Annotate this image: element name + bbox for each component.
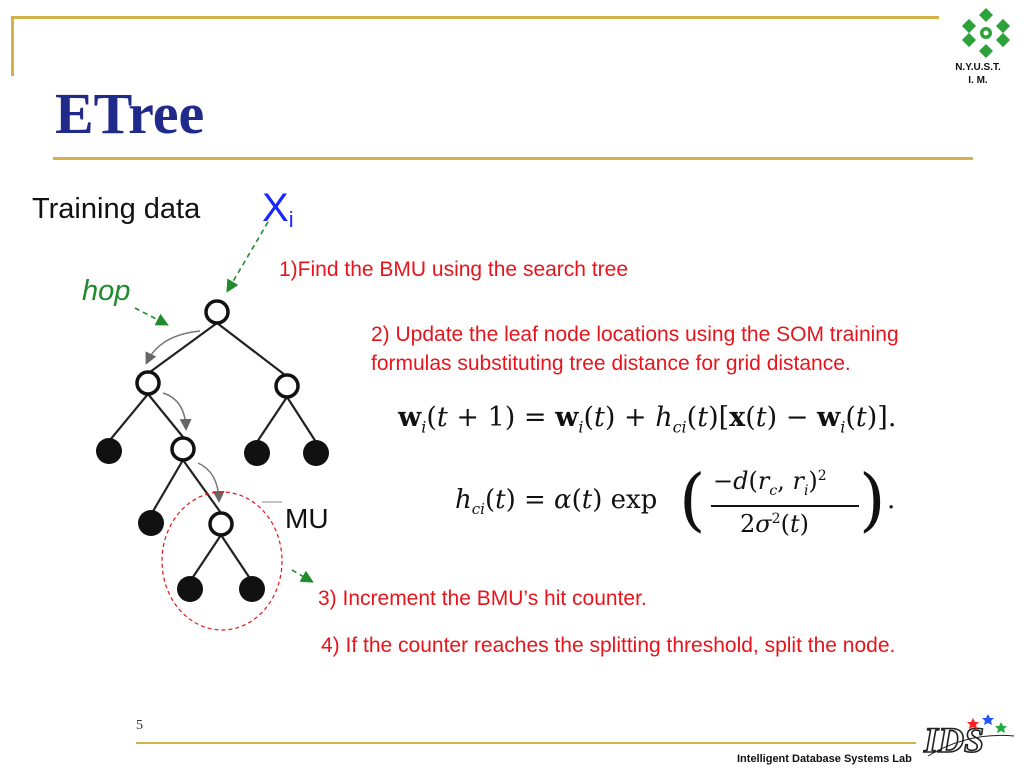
- ids-lab-logo-icon: IDS: [922, 714, 1015, 761]
- page-title: ETree: [55, 81, 205, 146]
- step-2-line1: 2) Update the leaf node locations using …: [371, 323, 899, 346]
- input-subscript: i: [288, 207, 294, 232]
- page-number: 5: [136, 718, 143, 733]
- hop-label: hop: [82, 275, 131, 307]
- step-4-text: 4) If the counter reaches the splitting …: [321, 634, 896, 657]
- internal-node-mid: [170, 436, 196, 462]
- leaf-node: [239, 576, 265, 602]
- leaf-node: [96, 438, 122, 464]
- leaf-node: [244, 440, 270, 466]
- top-horizontal-line: [11, 16, 939, 19]
- counter-arrow: [291, 569, 314, 583]
- logo-caption-line2: I. M.: [968, 75, 988, 86]
- search-tree-diagram: [96, 221, 329, 631]
- bmu-neighborhood-ellipse: [161, 491, 283, 631]
- logo-caption: N.Y.U.S.T. I. M.: [938, 61, 1018, 87]
- hop-arrow: [134, 307, 169, 326]
- tree-edges: [109, 322, 317, 581]
- bmu-node: [208, 511, 234, 537]
- step-2-text: 2) Update the leaf node locations using …: [371, 320, 899, 378]
- input-symbol: X: [262, 186, 289, 230]
- bmu-label: MU: [285, 503, 329, 534]
- leaf-node: [303, 440, 329, 466]
- input-arrow: [226, 221, 269, 293]
- root-node: [204, 299, 230, 325]
- top-left-vertical-line: [11, 16, 14, 76]
- logo-caption-line1: N.Y.U.S.T.: [955, 62, 1001, 73]
- internal-node-left: [135, 370, 161, 396]
- title-underline: [53, 157, 973, 160]
- training-data-label: Training data: [32, 193, 201, 225]
- step-3-text: 3) Increment the BMU’s hit counter.: [318, 587, 647, 610]
- leaf-node: [138, 510, 164, 536]
- footer-lab-name: Intelligent Database Systems Lab: [737, 753, 912, 765]
- step-1-text: 1)Find the BMU using the search tree: [279, 258, 629, 281]
- university-logo-icon: [961, 8, 1011, 58]
- neighborhood-equation: hci(t) = α(t) exp ( −d(rc, ri)2 2σ2(t) )…: [455, 461, 896, 540]
- update-rule-equation: wi(t + 1) = wi(t) + hci(t)[x(t) − wi(t)]…: [398, 402, 897, 437]
- search-path-arrow: [197, 462, 225, 503]
- search-path-arrow: [145, 330, 201, 365]
- internal-node-right: [274, 373, 300, 399]
- footer-line: [136, 742, 916, 744]
- step-2-line2: formulas substituting tree distance for …: [371, 352, 851, 375]
- search-path-arrow: [162, 392, 192, 431]
- leaf-node: [177, 576, 203, 602]
- input-vector-label: Xi: [262, 186, 294, 233]
